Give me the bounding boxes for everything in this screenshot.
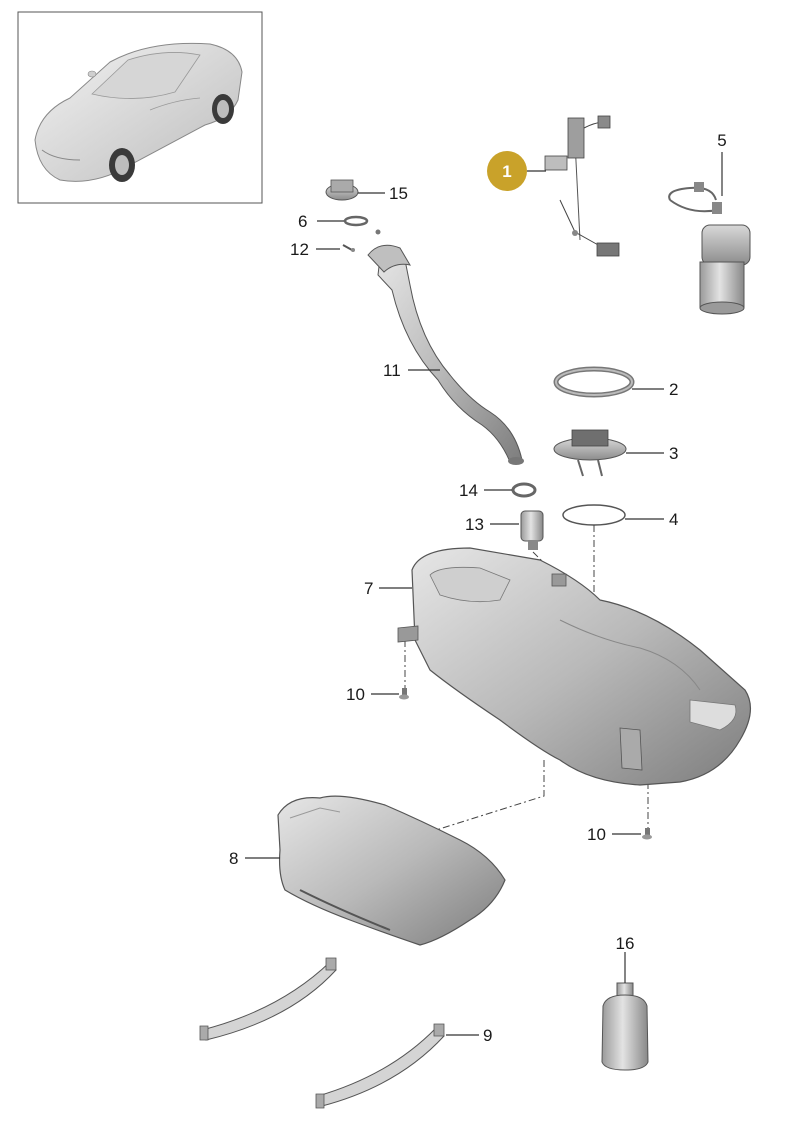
callout-4[interactable]: 4	[625, 510, 678, 529]
hose-connector-part	[520, 510, 544, 550]
callout-6-label: 6	[298, 212, 307, 231]
highlight-badge	[487, 151, 527, 191]
seal-ring-part	[562, 504, 626, 526]
bolt-part-lower	[642, 828, 652, 840]
callout-12[interactable]: 12	[290, 240, 340, 259]
vehicle-thumbnail	[17, 11, 263, 204]
callout-3-label: 3	[669, 444, 678, 463]
callout-5-label: 5	[717, 131, 726, 150]
callout-12-label: 12	[290, 240, 309, 259]
callout-2[interactable]: 2	[632, 380, 678, 399]
bottle-part	[601, 982, 649, 1071]
hose-clamp-part	[511, 482, 537, 498]
screw-part-12	[342, 244, 355, 252]
callout-16[interactable]: 16	[616, 934, 635, 983]
callout-13[interactable]: 13	[465, 515, 519, 534]
callout-14[interactable]: 14	[459, 481, 512, 500]
callout-3[interactable]: 3	[626, 444, 678, 463]
callout-1-highlighted[interactable]: 1	[487, 151, 546, 191]
callout-15[interactable]: 15	[358, 184, 408, 203]
gasket-ring-part	[553, 366, 635, 398]
tank-strap-part-lower	[315, 1023, 445, 1109]
fuel-pump-part	[668, 182, 751, 315]
callout-11-label: 11	[383, 361, 401, 380]
heat-shield-part	[277, 795, 506, 946]
callout-5[interactable]: 5	[717, 131, 727, 196]
callout-11[interactable]: 11	[383, 361, 440, 380]
callout-15-label: 15	[389, 184, 408, 203]
callout-13-label: 13	[465, 515, 484, 534]
fuel-level-sender-part	[544, 115, 620, 257]
o-ring-part	[343, 215, 369, 227]
callout-9[interactable]: 9	[446, 1026, 492, 1045]
callout-8-label: 8	[229, 849, 238, 868]
callout-2-label: 2	[669, 380, 678, 399]
callout-4-label: 4	[669, 510, 678, 529]
fuel-tank-part	[397, 547, 751, 786]
tank-strap-part-upper	[199, 957, 337, 1041]
filler-neck-part	[367, 229, 524, 465]
callout-10-lower-label: 10	[587, 825, 606, 844]
callout-7[interactable]: 7	[364, 579, 412, 598]
bolt-part-upper	[399, 688, 409, 700]
callout-8[interactable]: 8	[229, 849, 280, 868]
callout-16-label: 16	[616, 934, 635, 953]
fuel-cap-part	[325, 179, 359, 201]
callout-14-label: 14	[459, 481, 478, 500]
callout-10-upper[interactable]: 10	[346, 685, 399, 704]
callout-9-label: 9	[483, 1026, 492, 1045]
callout-1-label: 1	[502, 162, 511, 181]
car-illustration	[34, 42, 243, 182]
locking-flange-part	[553, 429, 627, 477]
callout-6[interactable]: 6	[298, 212, 344, 231]
callout-10-lower[interactable]: 10	[587, 825, 641, 844]
callout-10-upper-label: 10	[346, 685, 365, 704]
callout-7-label: 7	[364, 579, 373, 598]
